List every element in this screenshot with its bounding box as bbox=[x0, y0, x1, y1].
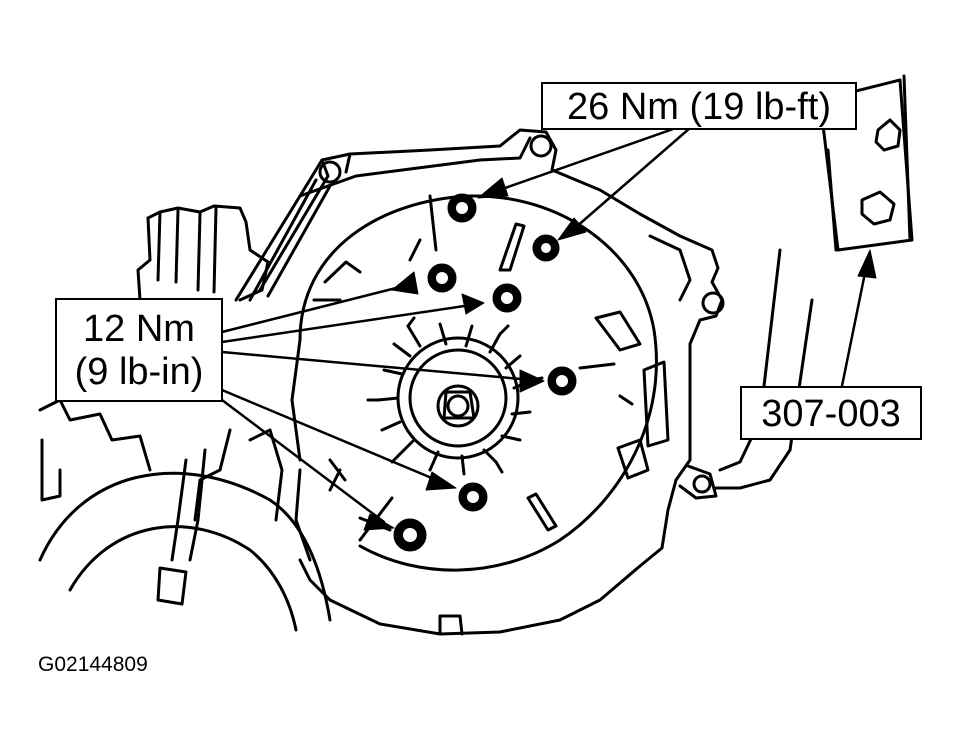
torque-value-nm: 12 Nm bbox=[83, 308, 195, 350]
pressure-plate bbox=[290, 194, 658, 572]
arrowheads bbox=[363, 177, 877, 531]
diaphragm-spring bbox=[366, 316, 544, 476]
leader-lines bbox=[220, 126, 870, 524]
figure-id: G02144809 bbox=[38, 653, 148, 676]
bell-housing bbox=[234, 128, 725, 636]
torque-callout-pressure-plate-bolts: 12 Nm (9 lb-in) bbox=[55, 298, 223, 402]
tool-number: 307-003 bbox=[761, 393, 901, 435]
bolts bbox=[393, 193, 577, 552]
torque-value-upper-bolts: 26 Nm (19 lb-ft) bbox=[567, 86, 831, 128]
torque-value-lb-in: (9 lb-in) bbox=[74, 350, 204, 393]
tool-number-callout: 307-003 bbox=[740, 386, 922, 440]
torque-callout-upper-bolts: 26 Nm (19 lb-ft) bbox=[541, 82, 857, 130]
flywheel-housing-arc bbox=[38, 448, 332, 632]
